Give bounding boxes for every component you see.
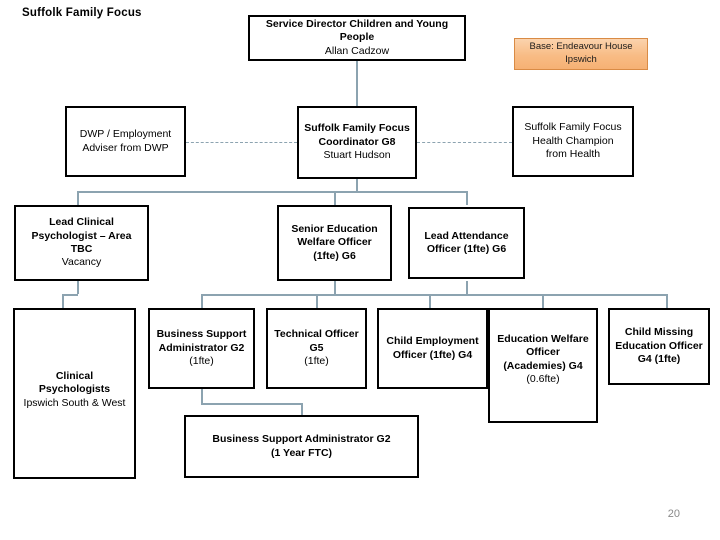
node-child-employment-line2: Officer (1fte) G4	[392, 348, 473, 361]
connector-clinical-psych-drop	[62, 294, 64, 308]
node-child-missing-line3: G4 (1fte)	[637, 353, 681, 366]
node-coordinator-line2: Coordinator G8	[318, 135, 396, 148]
connector-dwp-to-coordinator	[186, 142, 297, 143]
node-bsa-ftc-line2: (1 Year FTC)	[270, 446, 333, 459]
page-title: Suffolk Family Focus	[22, 7, 142, 19]
node-child-missing-line1: Child Missing	[624, 326, 694, 339]
node-child-missing-line2: Education Officer	[615, 339, 703, 352]
node-education-welfare-fte: (0.6fte)	[526, 373, 560, 386]
node-technical-officer-line1: Technical Officer	[274, 328, 359, 341]
connector-row3-drop-lead-attendance	[466, 191, 468, 205]
node-technical-officer[interactable]: Technical Officer G5 (1fte)	[266, 308, 367, 389]
connector-coordinator-to-health-champion	[417, 142, 512, 143]
node-service-director-line2: People	[339, 31, 375, 44]
node-coordinator-name: Stuart Hudson	[323, 149, 391, 162]
node-dwp-line2: Adviser from DWP	[82, 141, 169, 154]
callout-line1: Base: Endeavour House	[529, 41, 633, 53]
node-health-champion-line2: Health Champion	[532, 134, 614, 147]
connector-bsa-jog	[201, 403, 302, 405]
node-lead-attendance-officer[interactable]: Lead Attendance Officer (1fte) G6	[408, 207, 525, 279]
node-education-welfare-line3: (Academies) G4	[503, 359, 583, 372]
node-lead-clinical-psychologist[interactable]: Lead Clinical Psychologist – Area TBC Va…	[14, 205, 149, 281]
connector-bsa-stem	[201, 389, 203, 403]
node-education-welfare-line1: Education Welfare	[497, 333, 589, 345]
node-health-champion-line3: from Health	[545, 148, 601, 161]
connector-row3-bus	[77, 191, 467, 193]
node-service-director[interactable]: Service Director Children and Young Peop…	[248, 15, 466, 61]
node-bsa-ftc-line1: Business Support Administrator G2	[212, 433, 391, 446]
connector-lead-clinical-jog	[62, 294, 78, 296]
node-bsa-line1: Business Support	[156, 328, 247, 341]
node-lead-attendance-line2: Officer (1fte) G6	[426, 243, 507, 255]
node-service-director-line1: Service Director Children and Young	[265, 17, 449, 30]
connector-bottom-bus	[201, 294, 666, 296]
node-technical-officer-fte: (1fte)	[304, 355, 329, 368]
callout-line2: Ipswich	[565, 54, 597, 65]
node-clinical-psychologists-area: Ipswich South & West	[23, 396, 126, 409]
connector-bsa-ftc-drop	[301, 403, 303, 415]
connector-bottom-drop-education-welfare	[542, 294, 544, 308]
node-lead-clinical-line2: Psychologist – Area TBC	[31, 229, 132, 255]
page-number: 20	[667, 508, 680, 520]
connector-row3-drop-lead-clinical	[77, 191, 79, 205]
connector-coordinator-stem	[356, 178, 358, 191]
node-health-champion-line1: Suffolk Family Focus	[524, 121, 622, 134]
node-dwp-employment-adviser[interactable]: DWP / Employment Adviser from DWP	[65, 106, 186, 177]
connector-bottom-drop-business-support	[201, 294, 203, 308]
node-suffolk-family-focus-coordinator[interactable]: Suffolk Family Focus Coordinator G8 Stua…	[297, 106, 417, 179]
connector-lead-attendance-stem	[466, 281, 468, 294]
node-clinical-psychologists[interactable]: Clinical Psychologists Ipswich South & W…	[13, 308, 136, 479]
connector-bottom-drop-child-missing	[666, 294, 668, 308]
node-child-employment-line1: Child Employment	[386, 335, 479, 348]
node-senior-education-welfare-officer[interactable]: Senior Education Welfare Officer (1fte) …	[277, 205, 392, 281]
node-lead-attendance-line1: Lead Attendance	[424, 229, 509, 242]
connector-lead-clinical-stem	[77, 281, 79, 294]
node-senior-education-line3: (1fte) G6	[313, 249, 356, 262]
node-coordinator-line1: Suffolk Family Focus	[304, 122, 410, 135]
node-senior-education-line2: Welfare Officer	[297, 236, 372, 249]
node-bsa-fte: (1fte)	[189, 355, 214, 368]
node-education-welfare-officer-academies[interactable]: Education Welfare Officer (Academies) G4…	[488, 308, 598, 423]
node-health-champion[interactable]: Suffolk Family Focus Health Champion fro…	[512, 106, 634, 177]
node-bsa-line2: Administrator G2	[158, 341, 245, 354]
connector-bottom-drop-child-employment	[429, 294, 431, 308]
node-business-support-administrator-g2[interactable]: Business Support Administrator G2 (1fte)	[148, 308, 255, 389]
node-business-support-administrator-ftc[interactable]: Business Support Administrator G2 (1 Yea…	[184, 415, 419, 478]
node-clinical-psychologists-line1: Clinical Psychologists	[38, 370, 111, 396]
node-technical-officer-line2: G5	[309, 341, 324, 354]
connector-bottom-drop-technical-officer	[316, 294, 318, 308]
node-child-employment-officer[interactable]: Child Employment Officer (1fte) G4	[377, 308, 488, 389]
node-education-welfare-line2: Officer	[526, 346, 560, 359]
node-child-missing-education-officer[interactable]: Child Missing Education Officer G4 (1fte…	[608, 308, 710, 385]
connector-director-to-coordinator	[356, 60, 358, 106]
callout-base-location[interactable]: Base: Endeavour House Ipswich	[514, 38, 648, 70]
node-service-director-name: Allan Cadzow	[324, 44, 390, 57]
connector-row3-drop-senior-education	[334, 191, 336, 205]
node-lead-clinical-status: Vacancy	[61, 256, 102, 269]
node-senior-education-line1: Senior Education	[291, 222, 378, 235]
connector-senior-education-stem	[334, 281, 336, 294]
node-dwp-line1: DWP / Employment	[79, 128, 172, 141]
node-lead-clinical-line1: Lead Clinical	[49, 216, 114, 229]
